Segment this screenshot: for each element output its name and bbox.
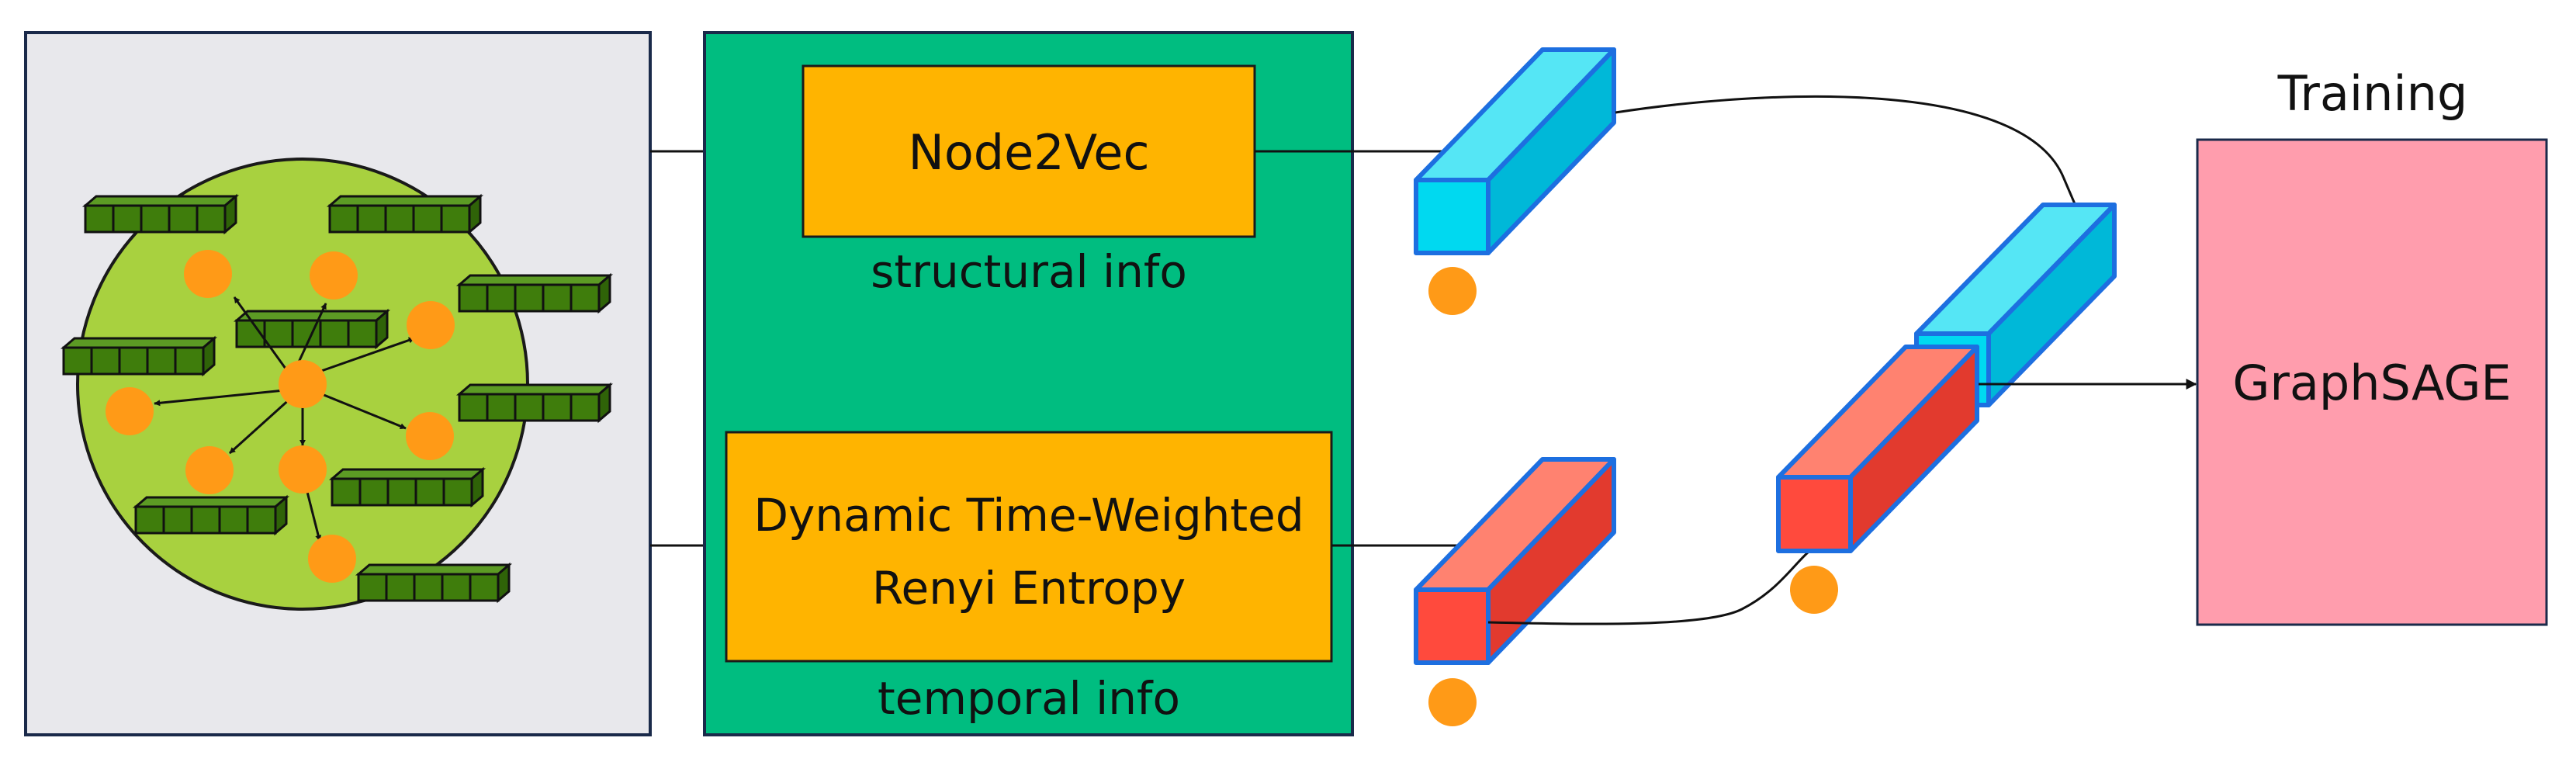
feature-cell [168, 204, 199, 234]
temporal-to-merge-curve [1487, 551, 1809, 625]
feature-cell [469, 573, 500, 602]
feature-vector [355, 562, 513, 604]
node-circle [279, 360, 327, 408]
feature-cell [319, 319, 350, 348]
temporal-info-label: temporal info [878, 672, 1180, 725]
feature-cell [414, 477, 445, 507]
feature-cell [385, 573, 416, 602]
node2vec-label: Node2Vec [908, 124, 1149, 181]
structural-vector-node [1428, 267, 1477, 315]
feature-vector [60, 335, 218, 377]
feature-cell [358, 477, 390, 507]
feature-cell [357, 573, 388, 602]
feature-vector [326, 193, 484, 235]
node-circle [310, 251, 358, 300]
dtwre-box [725, 431, 1333, 663]
dtwre-label-line2: Renyi Entropy [872, 562, 1186, 615]
feature-cell [134, 505, 165, 535]
node-circle [184, 250, 232, 298]
feature-cell [440, 204, 471, 234]
node-circle [406, 412, 454, 460]
feature-cell [174, 346, 205, 376]
node2vec-box [802, 64, 1256, 238]
feature-cell [486, 393, 517, 422]
feature-cell [514, 283, 545, 313]
node-circle [106, 387, 154, 435]
feature-cell [486, 283, 517, 313]
feature-cell [246, 505, 277, 535]
feature-cell [190, 505, 221, 535]
feature-vector [233, 308, 391, 350]
feature-vector [81, 193, 240, 235]
temporal-vector-node [1428, 678, 1477, 726]
feature-vector [132, 494, 290, 536]
merged-vector-node [1790, 566, 1838, 614]
graph-edges [154, 296, 415, 542]
feature-cell [458, 393, 489, 422]
feature-cell [441, 573, 472, 602]
graph-nodes [106, 250, 455, 583]
structural-embedding-vector [1414, 47, 1616, 255]
feature-cell [140, 204, 171, 234]
feature-cell [218, 505, 249, 535]
feature-cell [146, 346, 177, 376]
structural-to-merge-curve [1615, 95, 2077, 206]
feature-cell [413, 573, 444, 602]
merged-temporal-vector [1776, 345, 1979, 553]
feature-cell [84, 204, 115, 234]
graph-panel [24, 31, 652, 736]
feature-cell [196, 204, 227, 234]
feature-cell [90, 346, 121, 376]
feature-cell [118, 346, 149, 376]
training-label: Training [2277, 65, 2468, 122]
node-circle [185, 446, 234, 494]
feature-cell [162, 505, 193, 535]
feature-vector [455, 382, 614, 424]
feature-cell [514, 393, 545, 422]
feature-cell [356, 204, 387, 234]
feature-vector [455, 272, 614, 314]
feature-cell [542, 393, 573, 422]
feature-cell [328, 204, 359, 234]
feature-cell [442, 477, 473, 507]
feature-cell [331, 477, 362, 507]
feature-cell [62, 346, 93, 376]
node-circle [279, 445, 327, 494]
feature-cell [263, 319, 294, 348]
feature-cell [542, 283, 573, 313]
feature-vectors [60, 193, 614, 604]
feature-cell [386, 477, 417, 507]
feature-cell [384, 204, 415, 234]
feature-cell [458, 283, 489, 313]
graphsage-box [2196, 138, 2548, 626]
structural-info-label: structural info [871, 245, 1187, 298]
feature-cell [412, 204, 443, 234]
node-circle [308, 535, 356, 583]
feature-cell [347, 319, 378, 348]
feature-cell [112, 204, 143, 234]
temporal-embedding-vector [1414, 457, 1616, 665]
embedding-panel: Node2Vec structural info Dynamic Time-We… [703, 31, 1354, 736]
node-circle [407, 301, 455, 349]
dtwre-label-line1: Dynamic Time-Weighted [753, 489, 1304, 542]
feature-vector [328, 466, 486, 508]
feature-cell [570, 283, 601, 313]
graphsage-label: GraphSAGE [2232, 355, 2511, 411]
feature-cell [570, 393, 601, 422]
